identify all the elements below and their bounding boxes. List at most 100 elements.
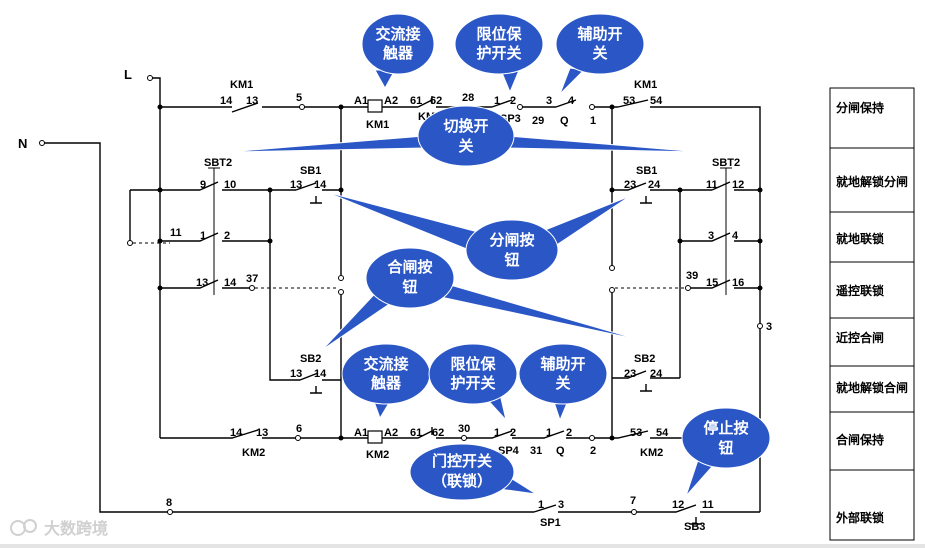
terminal-label: 11 — [702, 499, 714, 511]
bottom-bar — [0, 544, 925, 548]
callout-text: 停止按 — [703, 419, 748, 437]
terminal-label: 3 — [546, 95, 552, 107]
panel-row-4: 近控合闸 — [836, 330, 884, 345]
km1-coil-label: KM1 — [366, 119, 389, 131]
callout-text: （联锁） — [432, 472, 492, 490]
terminal-label: 12 — [672, 499, 684, 511]
terminal-label: 1 — [538, 499, 544, 511]
km1-left-label: KM1 — [230, 79, 253, 91]
callout-text: 护开关 — [450, 374, 495, 392]
callout-text: 切换开 — [443, 117, 488, 135]
terminal-label: 39 — [686, 270, 698, 282]
panel-row-5: 就地解锁合闸 — [836, 380, 908, 395]
panel-row-0: 分闸保持 — [836, 100, 884, 115]
n-rail: N — [18, 136, 534, 513]
terminal-label: 2 — [224, 230, 230, 242]
terminal-label: 61 — [410, 95, 422, 107]
callout-text: 关 — [592, 44, 607, 62]
terminal-label: 13 — [246, 95, 258, 107]
panel-row-7: 外部联锁 — [836, 510, 884, 525]
terminal-label: 1 — [494, 427, 500, 439]
terminal-label: 2 — [566, 427, 572, 439]
callout-text: 合闸按 — [386, 258, 432, 276]
callout-text: 交流接 — [375, 25, 420, 43]
q-label: Q — [560, 115, 569, 127]
callout-switch: 切换开 关 — [227, 105, 701, 167]
terminal-label: 12 — [732, 179, 744, 191]
panel-row-6: 合闸保持 — [836, 432, 884, 447]
callout-text: 分闸按 — [489, 231, 534, 249]
terminal-label: 13 — [256, 427, 268, 439]
callout-contactor-top: 交流接 触器 — [361, 13, 435, 90]
sb2-right-label: SB2 — [634, 353, 655, 365]
callout-text: 触器 — [371, 374, 402, 392]
sb2-left-label: SB2 — [300, 353, 321, 365]
sb1-right-label: SB1 — [636, 165, 657, 177]
callout-open-button: 分闸按 钮 — [325, 191, 631, 281]
terminal-label: 61 — [410, 427, 422, 439]
callout-text: 钮 — [402, 278, 417, 296]
callout-text: 钮 — [504, 251, 519, 269]
panel-row-3: 遥控联锁 — [836, 283, 884, 298]
terminal-label: 10 — [224, 179, 236, 191]
callout-text: 护开关 — [476, 44, 521, 62]
terminal-label: 3 — [708, 230, 714, 242]
terminal-label: 4 — [568, 95, 575, 107]
terminal-label: A1 — [354, 427, 368, 439]
callout-text: 钮 — [718, 439, 733, 457]
terminal-label: 53 — [623, 95, 635, 107]
n-return-row: 8 1 3 SP1 7 12 11 SB3 — [166, 495, 760, 533]
km2-coil-label: KM2 — [366, 449, 389, 461]
terminal-label: 2 — [590, 445, 596, 457]
terminal-label: 9 — [200, 179, 206, 191]
terminal-label: 54 — [650, 95, 663, 107]
terminal-label: 24 — [650, 368, 663, 380]
terminal-label: 14 — [314, 368, 327, 380]
terminal-label: 13 — [290, 368, 302, 380]
terminal-label: 16 — [732, 277, 744, 289]
terminal-label: 13 — [196, 277, 208, 289]
sp4-label: SP4 — [498, 445, 520, 457]
right-switch-section: SB1 23 24 SBT2 11 12 3 4 39 15 16 3 SB2 … — [609, 157, 772, 392]
terminal-label: 15 — [706, 277, 718, 289]
terminal-label: A2 — [384, 427, 398, 439]
callout-limit-bottom: 限位保 护开关 — [428, 343, 518, 422]
terminal-label: 23 — [624, 179, 636, 191]
terminal-label: 1 — [494, 95, 500, 107]
sp1-label: SP1 — [540, 517, 561, 529]
callout-contactor-bottom: 交流接 触器 — [341, 343, 431, 420]
terminal-label: 2 — [510, 95, 516, 107]
callout-text: 限位保 — [450, 355, 496, 373]
terminal-label: 53 — [630, 427, 642, 439]
terminal-label: 30 — [458, 423, 470, 435]
callout-door-switch: 门控开关 （联锁） — [409, 443, 537, 501]
terminal-label: A1 — [354, 95, 368, 107]
watermark-text: 大数跨境 — [44, 519, 108, 538]
terminal-label: 4 — [732, 230, 739, 242]
km2-left-label: KM2 — [242, 447, 265, 459]
terminal-label: 37 — [246, 273, 258, 285]
l-rail-label: L — [124, 67, 132, 82]
callout-aux-top: 辅助开 关 — [555, 13, 645, 95]
l-rail: L — [124, 67, 161, 438]
terminal-label: 1 — [200, 230, 206, 242]
callout-text: 触器 — [383, 44, 414, 62]
left-switch-section: SBT2 9 10 SB1 13 14 11 1 2 13 14 37 SB2 … — [130, 157, 344, 394]
terminal-label: 7 — [630, 495, 636, 507]
terminal-label: 31 — [530, 445, 542, 457]
n-rail-label: N — [18, 136, 27, 151]
terminal-label: 3 — [766, 321, 772, 333]
km2-right-label: KM2 — [640, 447, 663, 459]
callout-text: 交流接 — [363, 355, 408, 373]
callout-text: 辅助开 — [577, 25, 622, 43]
terminal-label: 62 — [432, 427, 444, 439]
callout-stop-button: 停止按 钮 — [681, 407, 771, 497]
terminal-label: 23 — [624, 368, 636, 380]
terminal-label: 11 — [706, 179, 718, 191]
terminal-label: 1 — [546, 427, 552, 439]
terminal-label: 28 — [462, 92, 474, 104]
terminal-label: 13 — [290, 179, 302, 191]
row-1-open-circuit: KM1 14 13 5 A1 A2 KM1 61 62 KM 28 1 2 SP… — [157, 79, 761, 512]
terminal-label: 3 — [558, 499, 564, 511]
